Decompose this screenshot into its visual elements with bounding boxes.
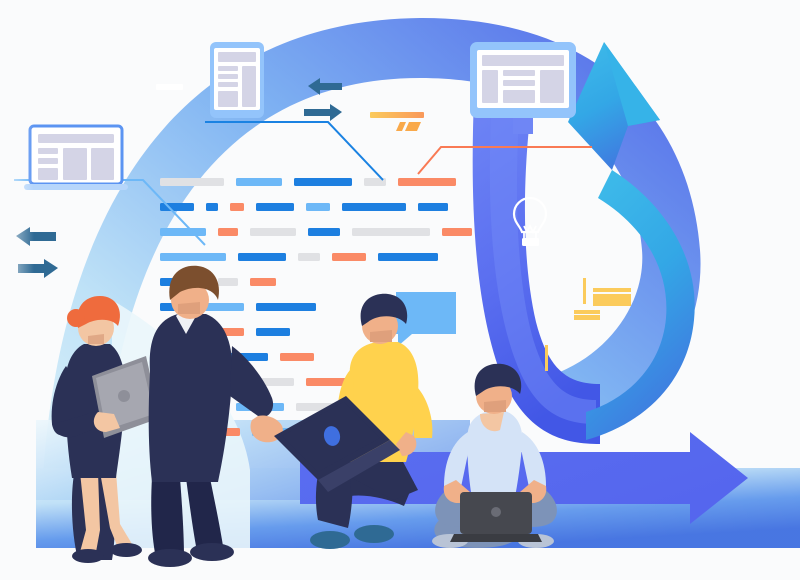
code-bar — [236, 178, 282, 186]
person-woman-tablet — [51, 296, 160, 563]
code-bar — [332, 253, 366, 261]
person-man-yellow — [274, 293, 433, 549]
code-bar — [160, 228, 206, 236]
code-bar — [306, 203, 330, 211]
circular-process-arc — [40, 17, 701, 560]
progress-arrow-right — [300, 432, 748, 524]
code-bar — [342, 203, 406, 211]
annotation-gradient-bar — [370, 112, 424, 131]
code-bar — [200, 303, 244, 311]
phone-card[interactable] — [210, 42, 264, 118]
code-bar — [238, 253, 286, 261]
code-bar — [306, 378, 346, 386]
connector-phone-to-code — [205, 121, 384, 181]
code-bar — [418, 203, 448, 211]
code-bar — [378, 253, 438, 261]
annotation-yellow-blocks — [574, 278, 631, 320]
process-band — [472, 96, 600, 444]
code-bar — [160, 203, 194, 211]
code-bar — [308, 228, 340, 236]
code-bar — [218, 228, 238, 236]
code-bar — [280, 353, 314, 361]
code-bar — [160, 253, 226, 261]
lightbulb-base — [522, 238, 539, 246]
code-bar — [256, 328, 290, 336]
laptop-crosslegged — [450, 492, 542, 542]
arc-tick-mark — [156, 84, 183, 90]
code-bar — [364, 178, 386, 186]
person-man-crosslegged — [432, 363, 557, 548]
code-bar — [442, 228, 472, 236]
code-bar — [230, 203, 244, 211]
left-edge-fade — [0, 0, 34, 580]
code-bar — [398, 178, 456, 186]
code-bar — [206, 203, 218, 211]
exchange-arrows-top — [304, 78, 342, 121]
code-bar — [298, 253, 320, 261]
monitor-card[interactable] — [470, 42, 576, 134]
code-bar — [250, 228, 296, 236]
laptop-card[interactable] — [24, 124, 128, 190]
code-bar — [294, 178, 352, 186]
code-bar — [256, 203, 294, 211]
annotation-yellow-tick — [545, 345, 548, 371]
code-bar — [352, 228, 430, 236]
laptop-held-yellow — [274, 396, 400, 492]
return-arrow-curved — [568, 42, 695, 440]
code-bar — [250, 278, 276, 286]
code-bar — [256, 303, 316, 311]
connector-monitor-to-code — [417, 146, 592, 175]
code-bar — [160, 178, 224, 186]
code-bar — [218, 278, 238, 286]
